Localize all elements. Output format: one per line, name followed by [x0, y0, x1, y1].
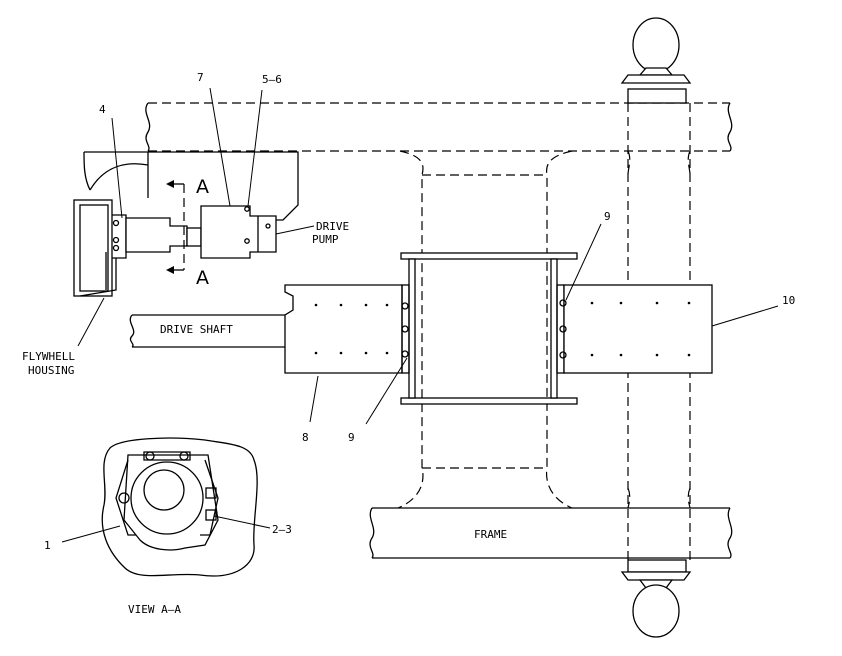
section-label-a-top: A	[196, 176, 209, 198]
bracket-plates	[400, 252, 578, 405]
cross-member	[397, 150, 573, 509]
section-label-a-bottom: A	[196, 267, 209, 289]
callout-8: 8	[302, 431, 309, 444]
callout-9-bottom: 9	[348, 431, 355, 444]
drive-pump	[200, 205, 277, 259]
callout-4: 4	[99, 103, 106, 116]
drive-pump-label-line1: DRIVE	[316, 220, 349, 233]
callout-5-6: 5–6	[262, 73, 282, 86]
drive-shaft	[129, 314, 285, 348]
section-line-a-a	[166, 180, 185, 274]
callout-7: 7	[197, 71, 204, 84]
pump-adapter	[112, 217, 202, 253]
flywheel-housing-label-line2: HOUSING	[28, 364, 74, 377]
yoke-left-block	[284, 284, 409, 374]
bottom-frame-rail	[369, 507, 733, 559]
callout-1: 1	[44, 539, 51, 552]
leader-lines	[61, 87, 779, 543]
flywheel-housing	[73, 151, 149, 297]
drive-pump-label-line2: PUMP	[312, 233, 339, 246]
callout-9-top: 9	[604, 210, 611, 223]
frame-label: FRAME	[474, 528, 507, 541]
view-a-a-inset	[101, 437, 258, 577]
view-a-a-caption: VIEW A–A	[128, 603, 181, 616]
top-frame-rail	[145, 102, 733, 152]
yoke-right-block	[559, 284, 713, 374]
callout-2-3: 2–3	[272, 523, 292, 536]
drive-shaft-label: DRIVE SHAFT	[160, 323, 233, 336]
flywheel-housing-label-line1: FLYWHELL	[22, 350, 75, 363]
callout-10: 10	[782, 294, 795, 307]
